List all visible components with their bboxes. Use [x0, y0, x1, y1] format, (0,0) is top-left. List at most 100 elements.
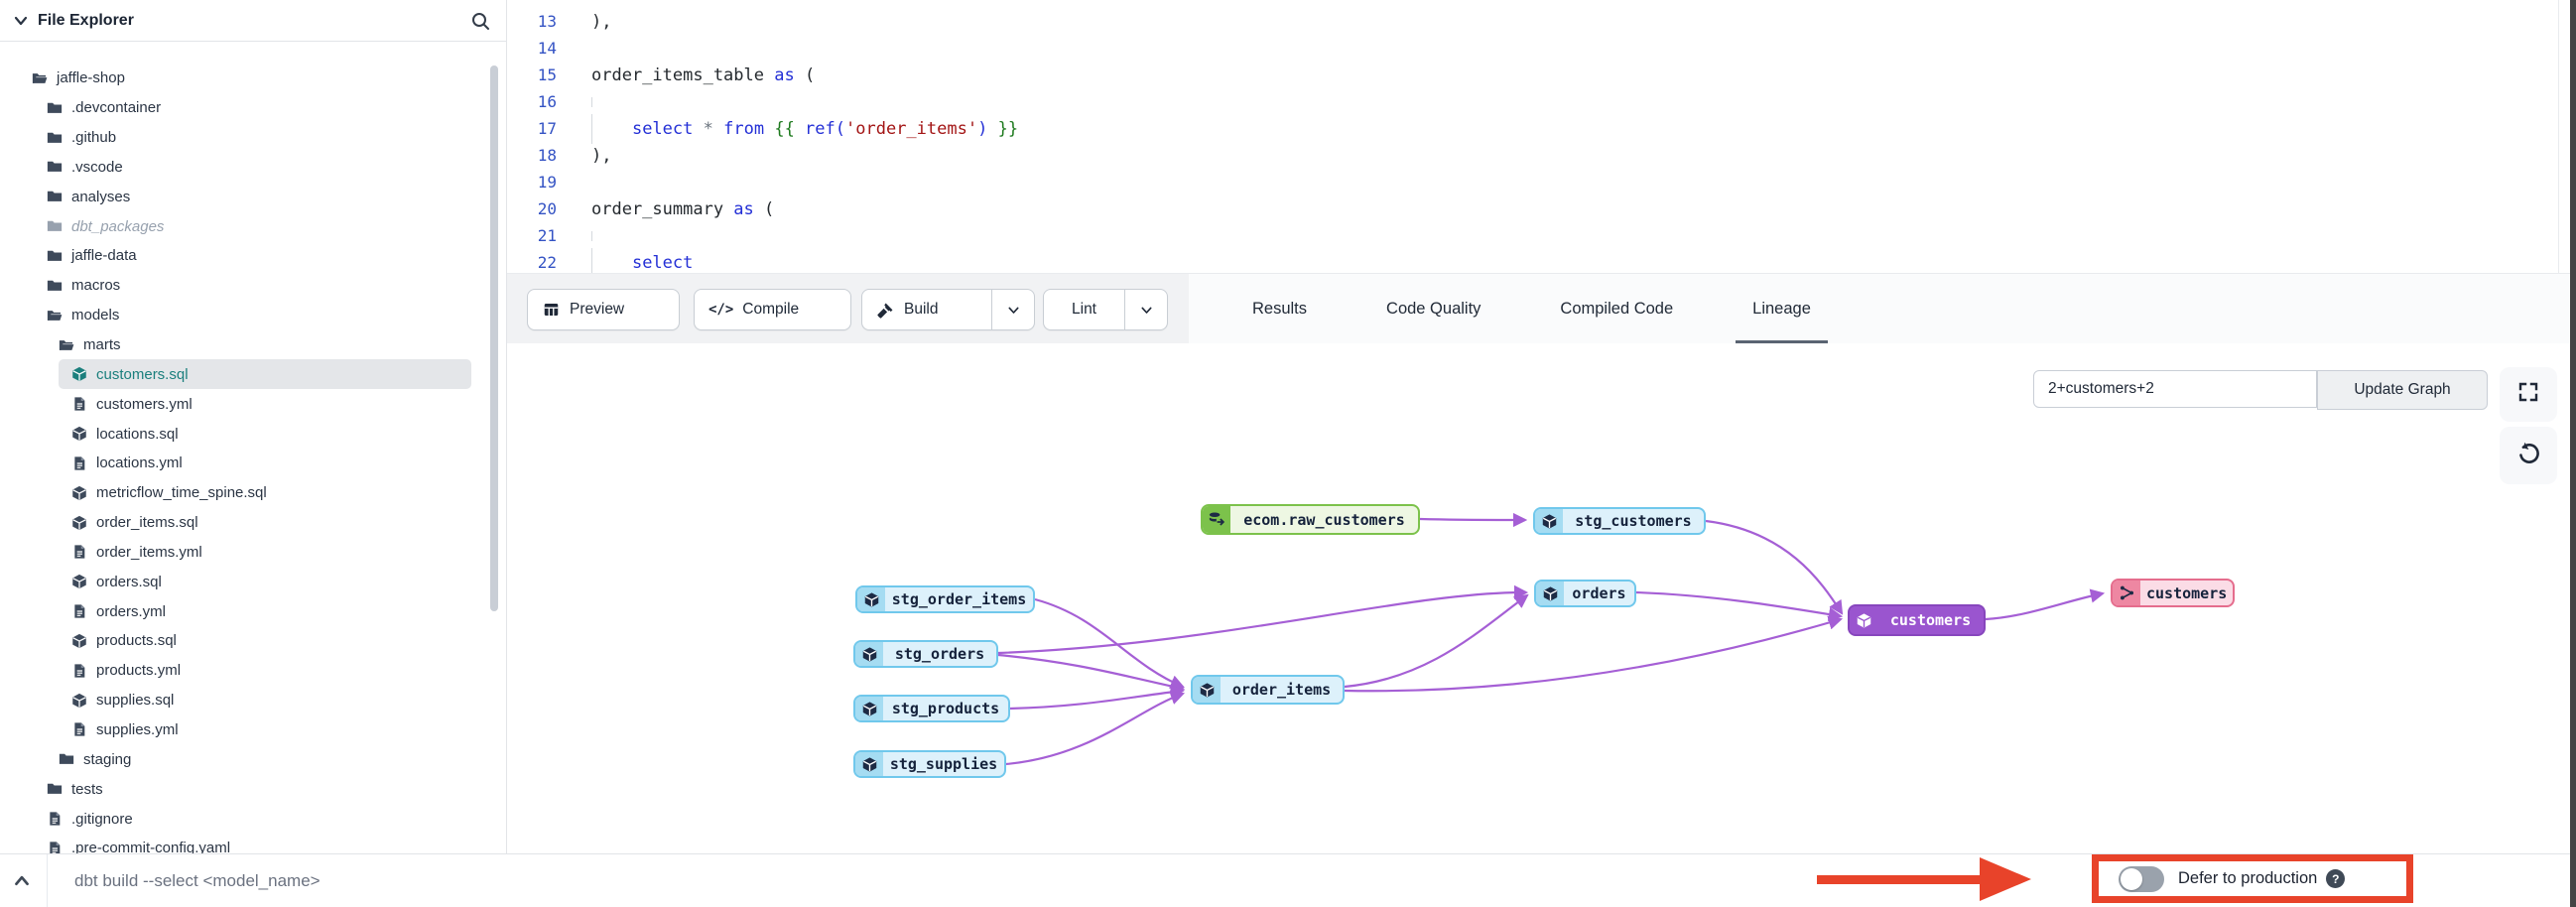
update-graph-button[interactable]: Update Graph [2317, 370, 2488, 410]
sidebar-scrollbar[interactable] [490, 65, 498, 611]
tab-results[interactable]: Results [1252, 299, 1308, 318]
lineage-node-stg_supplies[interactable]: stg_supplies [853, 750, 1006, 778]
code-line-18: 18), [507, 142, 2576, 169]
tree-item-dbt-packages[interactable]: dbt_packages [0, 211, 506, 241]
tree-item-jaffle-shop[interactable]: jaffle-shop [0, 64, 506, 93]
edge-stg_products-to-order_items [1009, 685, 1186, 711]
fullscreen-icon [2516, 380, 2540, 409]
chevron-down-icon[interactable] [1124, 290, 1167, 329]
tree-item-models[interactable]: models [0, 301, 506, 330]
tree-item-orders-yml[interactable]: orders.yml [0, 596, 506, 626]
tree-item-locations-sql[interactable]: locations.sql [0, 419, 506, 449]
line-number: 13 [537, 12, 557, 31]
edge-customers-to-customers_exposure [1985, 588, 2106, 621]
tree-item-orders-sql[interactable]: orders.sql [0, 567, 506, 596]
tree-item-analyses[interactable]: analyses [0, 182, 506, 211]
file-icon [45, 839, 64, 857]
tab-code-quality[interactable]: Code Quality [1386, 299, 1481, 318]
code-text: ), [591, 145, 612, 166]
tree-item-label: dbt_packages [71, 217, 165, 235]
line-number: 15 [537, 65, 557, 84]
tree-item--github[interactable]: .github [0, 123, 506, 153]
command-input[interactable] [72, 870, 771, 892]
cube-icon [855, 642, 883, 666]
lint-button[interactable]: Lint [1043, 289, 1168, 330]
reset-view-button[interactable] [2500, 427, 2557, 484]
tree-item-supplies-yml[interactable]: supplies.yml [0, 715, 506, 745]
tree-item--gitignore[interactable]: .gitignore [0, 804, 506, 834]
lineage-node-stg_orders[interactable]: stg_orders [853, 640, 998, 668]
tree-item-locations-yml[interactable]: locations.yml [0, 449, 506, 478]
folder-icon [45, 780, 64, 799]
tree-item-label: orders.yml [96, 602, 167, 620]
command-bar [47, 854, 771, 907]
line-number: 14 [537, 39, 557, 58]
file-explorer-panel: File Explorer jaffle-shop.devcontainer.g… [0, 0, 507, 856]
tree-item-label: .gitignore [71, 810, 133, 828]
folder-icon [45, 98, 64, 117]
tree-item-label: orders.sql [96, 573, 162, 590]
defer-to-production-toggle[interactable] [2119, 865, 2164, 892]
tree-item-customers-sql[interactable]: customers.sql [59, 359, 471, 390]
hammer-icon [876, 301, 895, 320]
tree-item-tests[interactable]: tests [0, 774, 506, 804]
lineage-node-stg_customers[interactable]: stg_customers [1533, 507, 1706, 535]
tree-item--vscode[interactable]: .vscode [0, 153, 506, 183]
edge-stg_order_items-to-order_items [1034, 597, 1185, 689]
tree-item-macros[interactable]: macros [0, 271, 506, 301]
tree-item--devcontainer[interactable]: .devcontainer [0, 93, 506, 123]
tree-item-products-sql[interactable]: products.sql [0, 626, 506, 656]
folder-icon [45, 188, 64, 206]
code-text: order_items_table as ( [591, 65, 816, 85]
lineage-node-raw_customers[interactable]: ecom.raw_customers [1201, 504, 1420, 535]
tree-item-marts[interactable]: marts [0, 330, 506, 360]
question-icon[interactable]: ? [2326, 869, 2346, 888]
cube-icon [1193, 677, 1221, 703]
tree-item--pre-commit-config-yaml[interactable]: .pre-commit-config.yaml [0, 834, 506, 863]
compile-button[interactable]: </>Compile [694, 289, 851, 330]
chevron-down-icon[interactable] [12, 12, 30, 30]
tree-item-label: products.sql [96, 632, 177, 650]
tree-item-products-yml[interactable]: products.yml [0, 656, 506, 686]
annotation-highlight-box: Defer to production ? [2092, 854, 2413, 903]
cube-icon [1536, 582, 1564, 605]
tree-item-label: metricflow_time_spine.sql [96, 484, 267, 502]
edge-stg_supplies-to-order_items [1005, 691, 1186, 766]
chevron-down-icon[interactable] [991, 290, 1034, 329]
tree-item-order-items-sql[interactable]: order_items.sql [0, 508, 506, 538]
lineage-node-customers[interactable]: customers [1848, 604, 1986, 636]
lineage-node-customers_exposure[interactable]: customers [2111, 579, 2235, 607]
node-label: stg_order_items [891, 590, 1027, 608]
tab-compiled-code[interactable]: Compiled Code [1560, 299, 1674, 318]
chevron-up-icon[interactable] [12, 871, 32, 896]
line-number: 22 [537, 253, 557, 272]
tree-item-order-items-yml[interactable]: order_items.yml [0, 538, 506, 568]
lineage-node-orders[interactable]: orders [1534, 580, 1636, 607]
search-icon[interactable] [468, 9, 492, 33]
lineage-node-stg_products[interactable]: stg_products [853, 695, 1010, 722]
preview-button[interactable]: Preview [527, 289, 680, 330]
line-number: 19 [537, 173, 557, 192]
lineage-node-stg_order_items[interactable]: stg_order_items [855, 585, 1035, 613]
build-button[interactable]: Build [861, 289, 1035, 330]
code-line-21: 21 [507, 222, 2576, 249]
tab-lineage[interactable]: Lineage [1736, 274, 1828, 343]
code-line-15: 15 order_items_table as ( [507, 62, 2576, 88]
lineage-selector-input[interactable] [2033, 370, 2317, 408]
tree-item-metricflow-time-spine-sql[interactable]: metricflow_time_spine.sql [0, 478, 506, 508]
tree-item-jaffle-data[interactable]: jaffle-data [0, 241, 506, 271]
lineage-node-order_items[interactable]: order_items [1191, 675, 1345, 705]
cube-icon [855, 697, 883, 720]
tree-item-label: .github [71, 129, 117, 147]
node-label: stg_products [891, 700, 1000, 717]
tree-item-customers-yml[interactable]: customers.yml [0, 389, 506, 419]
tree-item-staging[interactable]: staging [0, 744, 506, 774]
tree-item-supplies-sql[interactable]: supplies.sql [0, 686, 506, 715]
fullscreen-button[interactable] [2500, 367, 2557, 422]
model-cube-icon [69, 365, 88, 384]
file-icon [69, 543, 88, 562]
